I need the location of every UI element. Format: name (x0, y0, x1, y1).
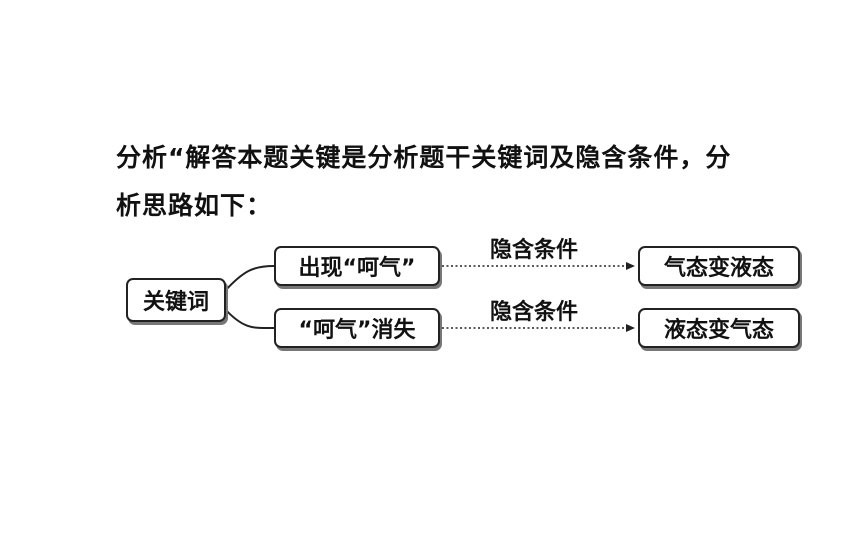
root-to-branch-1-curve (223, 265, 275, 293)
root-to-branch-2-curve (223, 307, 275, 330)
connector-lines (223, 262, 635, 332)
keyword-flow-diagram: 关键词 出现“呵气” “呵气”消失 隐含条件 隐含条件 气态变液态 液态变气态 (120, 226, 820, 366)
branch-2-arrow-label: 隐含条件 (490, 300, 579, 325)
branch-2-result-node: 液态变气态 (638, 308, 800, 348)
branch-2-source-node: “呵气”消失 (274, 308, 440, 348)
branch-1-result-node: 气态变液态 (638, 246, 800, 286)
intro-paragraph: 分析“解答本题关键是分析题干关键词及隐含条件，分析思路如下： (116, 143, 732, 220)
branch-1-arrow-label: 隐含条件 (490, 238, 579, 263)
branch-1-source-node: 出现“呵气” (274, 246, 440, 286)
root-keyword-node: 关键词 (126, 278, 226, 322)
